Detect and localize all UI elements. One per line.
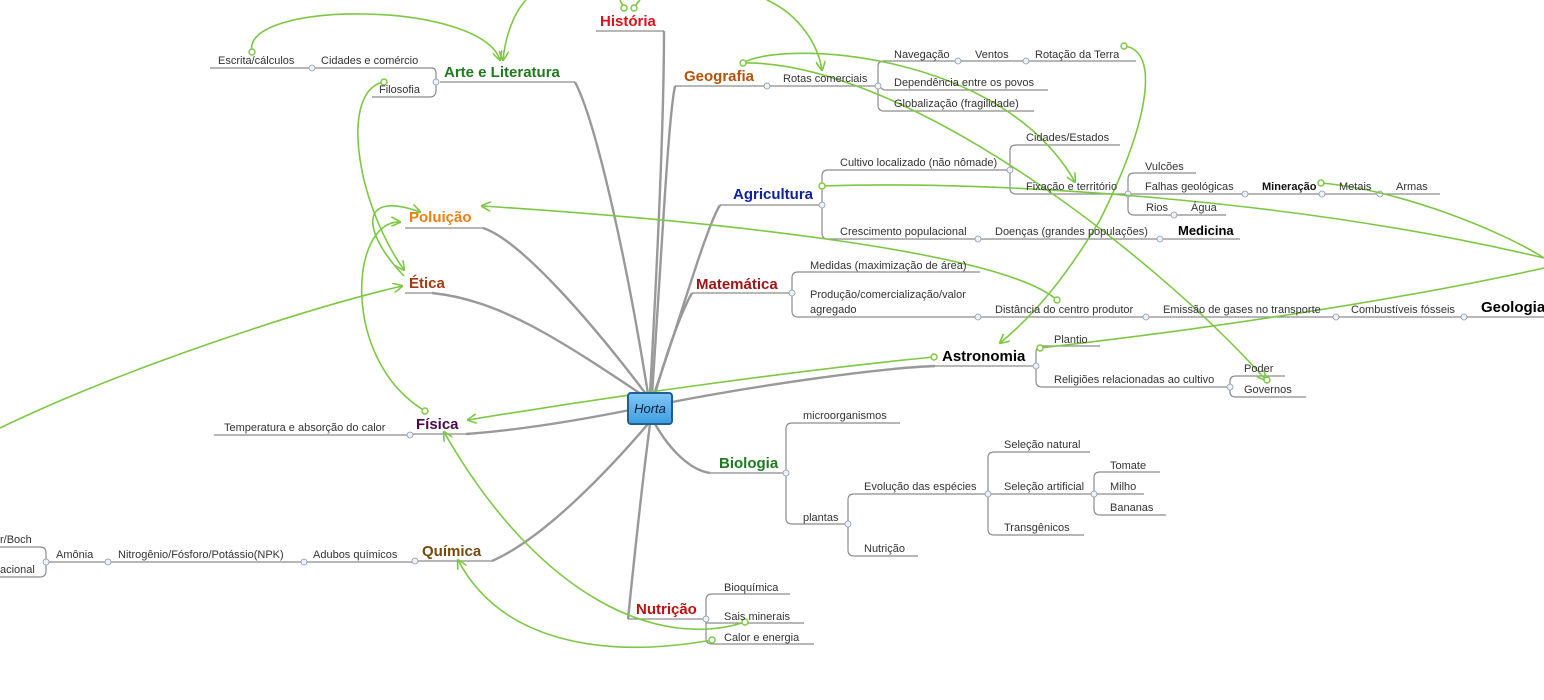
subtopic-acional[interactable]: acional xyxy=(0,564,35,576)
subtopic-combustiveis-fosseis[interactable]: Combustíveis fósseis xyxy=(1351,304,1455,316)
branch-arte xyxy=(573,81,650,395)
subtopic-medicina[interactable]: Medicina xyxy=(1178,223,1234,238)
branch-historia xyxy=(648,30,666,395)
sub-topics: Cidades e comércio Escrita/cálculos Filo… xyxy=(0,49,1544,644)
topic-astronomia[interactable]: Astronomia xyxy=(942,348,1026,365)
subtopic-milho[interactable]: Milho xyxy=(1110,481,1136,493)
subtopic-cultivo-localizado[interactable]: Cultivo localizado (não nômade) xyxy=(840,157,997,169)
topic-etica[interactable]: Ética xyxy=(409,275,446,292)
subtopic-metais[interactable]: Metais xyxy=(1339,181,1372,193)
subtopic-amonia[interactable]: Amônia xyxy=(56,549,94,561)
subtopic-doencas[interactable]: Doenças (grandes populações) xyxy=(995,226,1148,238)
subtopic-dependencia[interactable]: Dependência entre os povos xyxy=(894,77,1035,89)
topic-geografia[interactable]: Geografia xyxy=(684,68,755,85)
subtopic-filosofia[interactable]: Filosofia xyxy=(379,84,421,96)
subtopic-religioes[interactable]: Religiões relacionadas ao cultivo xyxy=(1054,374,1214,386)
subtopic-tomate[interactable]: Tomate xyxy=(1110,460,1146,472)
branch-biologia xyxy=(653,423,711,475)
subtopic-distancia-centro[interactable]: Distância do centro produtor xyxy=(995,304,1134,316)
subtopic-escrita-calculos[interactable]: Escrita/cálculos xyxy=(218,55,295,67)
subtopic-temperatura[interactable]: Temperatura e absorção do calor xyxy=(224,422,386,434)
subtopic-globalizacao[interactable]: Globalização (fragilidade) xyxy=(894,98,1019,110)
subtopic-cidades-estados[interactable]: Cidades/Estados xyxy=(1026,132,1110,144)
subtopic-medidas[interactable]: Medidas (maximização de área) xyxy=(810,260,967,272)
subtopic-plantio[interactable]: Plantio xyxy=(1054,334,1088,346)
subtopic-plantas[interactable]: plantas xyxy=(803,512,839,524)
subtopic-ventos[interactable]: Ventos xyxy=(975,49,1009,61)
branch-fisica xyxy=(465,408,631,436)
topic-nutricao[interactable]: Nutrição xyxy=(636,601,697,618)
subtopic-haber-boch[interactable]: r/Boch xyxy=(0,534,32,546)
sub-topic-lines xyxy=(0,60,1544,645)
subtopic-fixacao-territorio[interactable]: Fixação e território xyxy=(1026,181,1117,193)
subtopic-armas[interactable]: Armas xyxy=(1396,181,1428,193)
subtopic-sais-minerais[interactable]: Sais minerais xyxy=(724,611,791,623)
subtopic-producao-line2: agregado xyxy=(810,304,857,316)
subtopic-calor-energia[interactable]: Calor e energia xyxy=(724,632,800,644)
subtopic-rotas-comerciais[interactable]: Rotas comerciais xyxy=(783,73,868,85)
subtopic-producao-line1[interactable]: Produção/comercialização/valor xyxy=(810,289,966,301)
subtopic-npk[interactable]: Nitrogênio/Fósforo/Potássio(NPK) xyxy=(118,549,284,561)
topic-historia[interactable]: História xyxy=(600,13,657,30)
subtopic-adubos-quimicos[interactable]: Adubos químicos xyxy=(313,549,398,561)
branch-nutricao xyxy=(626,423,652,620)
branch-quimica xyxy=(491,423,649,563)
subtopic-evolucao[interactable]: Evolução das espécies xyxy=(864,481,977,493)
subtopic-rios[interactable]: Rios xyxy=(1146,202,1169,214)
subtopic-geologia[interactable]: Geologia xyxy=(1481,299,1544,316)
branch-poluicao xyxy=(482,226,647,395)
branch-geografia xyxy=(650,85,677,395)
subtopic-transgenicos[interactable]: Transgênicos xyxy=(1004,522,1070,534)
topic-agricultura[interactable]: Agricultura xyxy=(733,186,814,203)
topic-arte-literatura[interactable]: Arte e Literatura xyxy=(444,64,561,81)
subtopic-emissao-gases[interactable]: Emissão de gases no transporte xyxy=(1163,304,1321,316)
subtopic-selecao-natural[interactable]: Seleção natural xyxy=(1004,439,1080,451)
subtopic-agua[interactable]: Água xyxy=(1191,201,1218,214)
subtopic-poder[interactable]: Poder xyxy=(1244,363,1274,375)
subtopic-selecao-artificial[interactable]: Seleção artificial xyxy=(1004,481,1084,493)
topic-fisica[interactable]: Física xyxy=(416,416,459,433)
connector-endpoints xyxy=(248,4,1325,644)
topic-matematica[interactable]: Matemática xyxy=(696,276,778,293)
subtopic-bioquimica[interactable]: Bioquímica xyxy=(724,582,779,594)
central-topic-horta[interactable]: Horta xyxy=(627,392,673,425)
subtopic-mineracao[interactable]: Mineração xyxy=(1262,181,1317,193)
subtopic-bananas[interactable]: Bananas xyxy=(1110,502,1154,514)
subtopic-microorganismos[interactable]: microorganismos xyxy=(803,410,887,422)
branch-etica xyxy=(431,291,645,397)
topic-biologia[interactable]: Biologia xyxy=(719,455,779,472)
branch-astronomia xyxy=(671,364,936,404)
topic-poluicao[interactable]: Poluição xyxy=(409,209,472,226)
subtopic-governos[interactable]: Governos xyxy=(1244,384,1292,396)
subtopic-vulcoes[interactable]: Vulcões xyxy=(1145,161,1184,173)
topic-quimica[interactable]: Química xyxy=(422,543,482,560)
subtopic-cidades-comercio[interactable]: Cidades e comércio xyxy=(321,55,418,67)
subtopic-crescimento-populacional[interactable]: Crescimento populacional xyxy=(840,226,967,238)
subtopic-navegacao[interactable]: Navegação xyxy=(894,49,950,61)
main-topics: História Arte e Literatura Geografia Agr… xyxy=(409,13,1026,618)
branch-matematica xyxy=(653,292,694,395)
subtopic-falhas-geologicas[interactable]: Falhas geológicas xyxy=(1145,181,1234,193)
subtopic-nutricao-plantas[interactable]: Nutrição xyxy=(864,543,905,555)
collapse-knobs xyxy=(42,57,1468,623)
main-branches xyxy=(405,30,1036,620)
subtopic-rotacao-terra[interactable]: Rotação da Terra xyxy=(1035,49,1120,61)
relationship-connectors xyxy=(0,0,1544,648)
